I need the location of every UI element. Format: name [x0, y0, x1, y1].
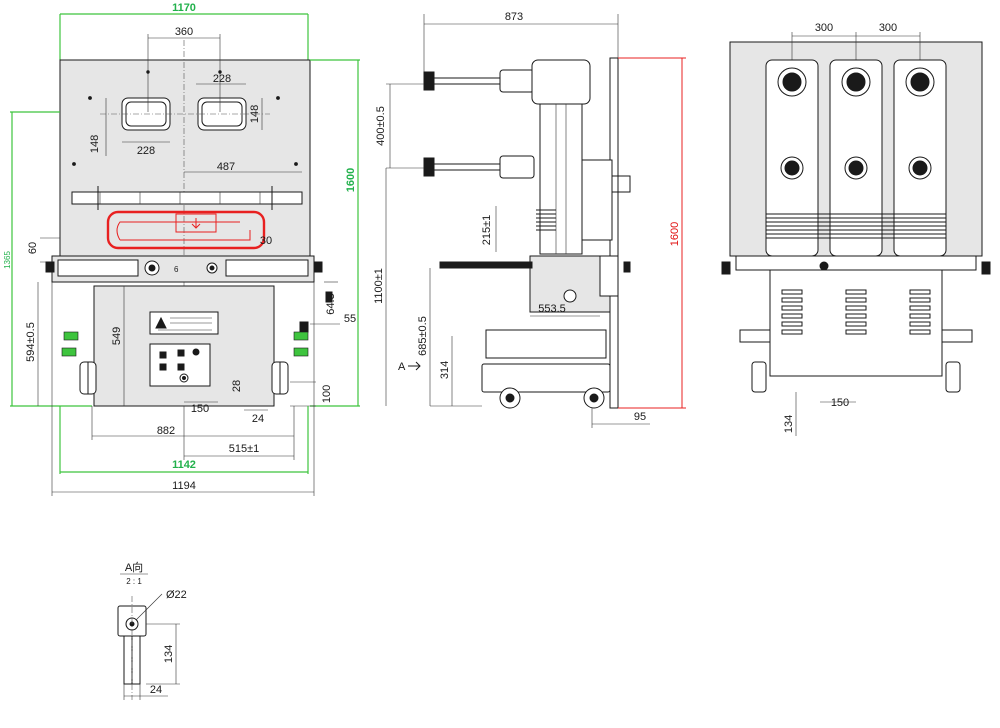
- dim-685: 685±0.5: [417, 316, 429, 356]
- detail-scale: 2 : 1: [126, 577, 142, 586]
- rear-rail: [735, 255, 977, 271]
- operating-handle-highlight: [106, 210, 266, 250]
- dim-1170-label: 1170: [172, 2, 196, 14]
- dim-1600-green: 1600: [310, 59, 360, 407]
- pole-top: [531, 59, 591, 105]
- detail-view-a: A向 2 : 1 Ø22 134 24: [117, 560, 187, 700]
- dim-549: 549: [111, 327, 123, 345]
- dim-228-top: 228: [213, 73, 231, 85]
- dim-400: 400±0.5: [375, 106, 387, 146]
- dim-487: 487: [217, 161, 235, 173]
- dim-1194: 1194: [172, 480, 196, 492]
- side-carriage: [485, 329, 607, 359]
- rear-pole-2: [829, 59, 883, 257]
- detail-title: A向: [125, 560, 143, 574]
- rear-truck-body: [769, 269, 943, 377]
- dim-1600-red: 1600: [669, 222, 681, 246]
- small-label-6: 6: [174, 265, 179, 274]
- dim-314: 314: [439, 361, 451, 379]
- side-view: 873 1600 400±0.5: [373, 11, 686, 428]
- dim-95: 95: [634, 411, 646, 423]
- dim-553-5: 553.5: [538, 303, 566, 315]
- dim-148-left: 148: [89, 135, 101, 153]
- front-panel: [59, 59, 311, 257]
- dim-215: 215±1: [481, 215, 493, 246]
- dim-360: 360: [175, 26, 193, 38]
- dim-300-b: 300: [879, 22, 897, 34]
- dim-228-mid: 228: [137, 145, 155, 157]
- dim-515: 515±1: [229, 443, 260, 455]
- dim-28: 28: [231, 380, 243, 392]
- rear-pole-3: [893, 59, 947, 257]
- detail-24: 24: [150, 684, 162, 696]
- dim-150-c: 150: [191, 403, 209, 415]
- dim-882: 882: [157, 425, 175, 437]
- view-arrow-a: A: [398, 361, 406, 373]
- detail-dia: Ø22: [166, 589, 187, 601]
- dim-24: 24: [252, 413, 264, 425]
- dim-1170: 1170: [59, 2, 309, 60]
- dim-55: 55: [344, 313, 356, 325]
- rear-view: 300 300: [721, 22, 991, 436]
- dim-1365-green-label: 1365: [3, 251, 12, 269]
- dim-300-a: 300: [815, 22, 833, 34]
- dim-100: 100: [321, 385, 333, 403]
- dim-1100: 1100±1: [373, 268, 385, 304]
- dim-873: 873: [505, 11, 523, 23]
- dim-1365-green: 1365: [3, 111, 92, 407]
- rear-pole-1: [765, 59, 819, 257]
- dim-60: 60: [27, 242, 39, 254]
- front-view: 1170 1600 1365 360 228: [3, 2, 360, 496]
- nameplate-strip: [71, 191, 303, 205]
- dim-1600-green-label: 1600: [345, 168, 357, 192]
- pole-column: [539, 103, 583, 255]
- dim-1142: 1142: [172, 459, 196, 471]
- detail-134: 134: [163, 645, 175, 663]
- dim-30: 30: [260, 235, 272, 247]
- dim-rear-134: 134: [783, 415, 795, 433]
- dim-594: 594±0.5: [25, 322, 37, 362]
- dim-rear-150: 150: [831, 397, 849, 409]
